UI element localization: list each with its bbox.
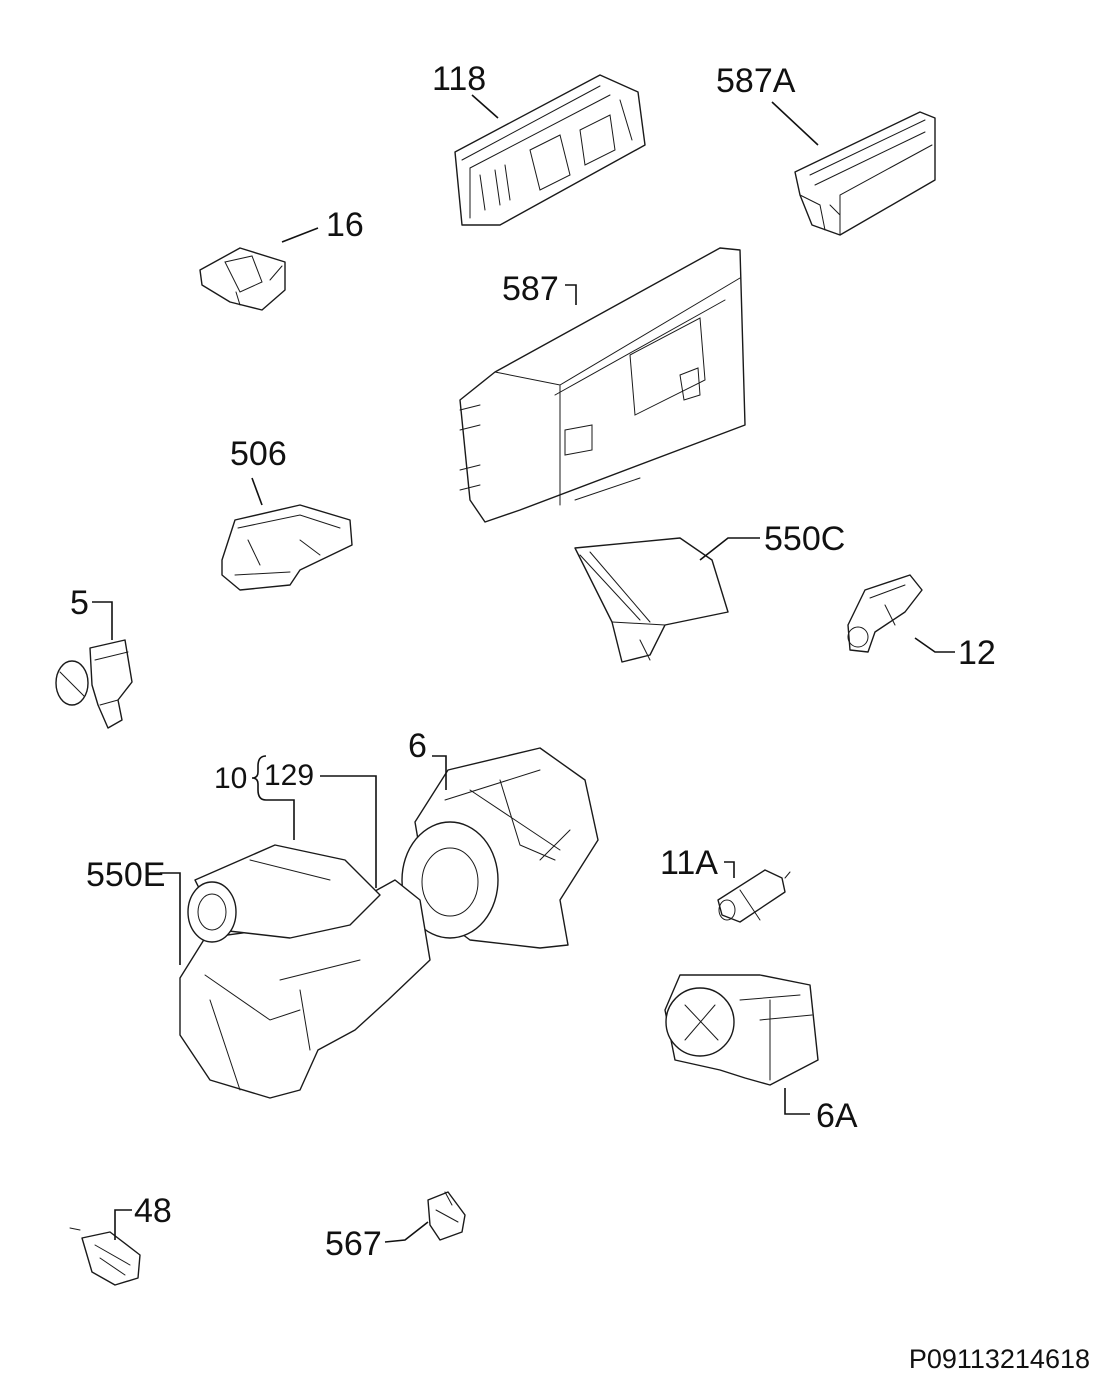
label-587: 587 <box>502 270 559 308</box>
part-11A-capacitor <box>717 869 791 923</box>
leader-118 <box>471 94 499 119</box>
leader-11A <box>724 861 735 878</box>
leader-6 <box>432 755 447 790</box>
leader-506 <box>251 477 263 506</box>
part-6-pump-motor <box>401 747 599 949</box>
part-506-latch <box>221 504 353 591</box>
label-6A: 6A <box>816 1097 858 1135</box>
part-48-sensor <box>69 1227 141 1286</box>
label-16: 16 <box>326 206 364 244</box>
leader-587 <box>565 284 577 305</box>
leader-10-lower <box>266 799 295 840</box>
leader-550C <box>699 537 760 561</box>
part-567-clip <box>427 1191 466 1241</box>
label-587A: 587A <box>716 62 796 100</box>
part-587A-module <box>794 111 936 236</box>
label-550C: 550C <box>764 520 845 558</box>
part-550C-cover <box>574 537 729 663</box>
part-16-switch <box>199 247 286 311</box>
leader-6A <box>784 1088 810 1115</box>
leader-550E <box>160 872 181 965</box>
label-567: 567 <box>325 1225 382 1263</box>
leader-5 <box>92 601 113 640</box>
part-12-sensor <box>847 574 923 653</box>
label-6: 6 <box>408 727 427 765</box>
part-587-main-module <box>459 247 746 523</box>
leader-12 <box>914 637 955 653</box>
label-118: 118 <box>432 60 486 98</box>
label-506: 506 <box>230 435 287 473</box>
leader-16 <box>281 227 319 243</box>
label-129: 129 <box>264 759 314 792</box>
part-550E-heater-housing <box>179 844 431 1099</box>
label-11A: 11A <box>660 844 718 882</box>
label-550E: 550E <box>86 856 165 894</box>
part-118-control-board <box>454 74 646 226</box>
leader-129 <box>320 775 377 888</box>
drawing-code: P09113214618 <box>909 1344 1090 1374</box>
label-12: 12 <box>958 634 996 672</box>
leader-567 <box>384 1221 429 1243</box>
leader-48 <box>114 1209 132 1240</box>
part-5-valve <box>55 639 133 729</box>
label-5: 5 <box>70 584 89 622</box>
brace-10 <box>251 755 267 801</box>
label-10: 10 <box>214 762 247 795</box>
leader-587A <box>771 101 819 146</box>
part-6A-drain-pump <box>664 974 819 1086</box>
label-48: 48 <box>134 1192 172 1230</box>
